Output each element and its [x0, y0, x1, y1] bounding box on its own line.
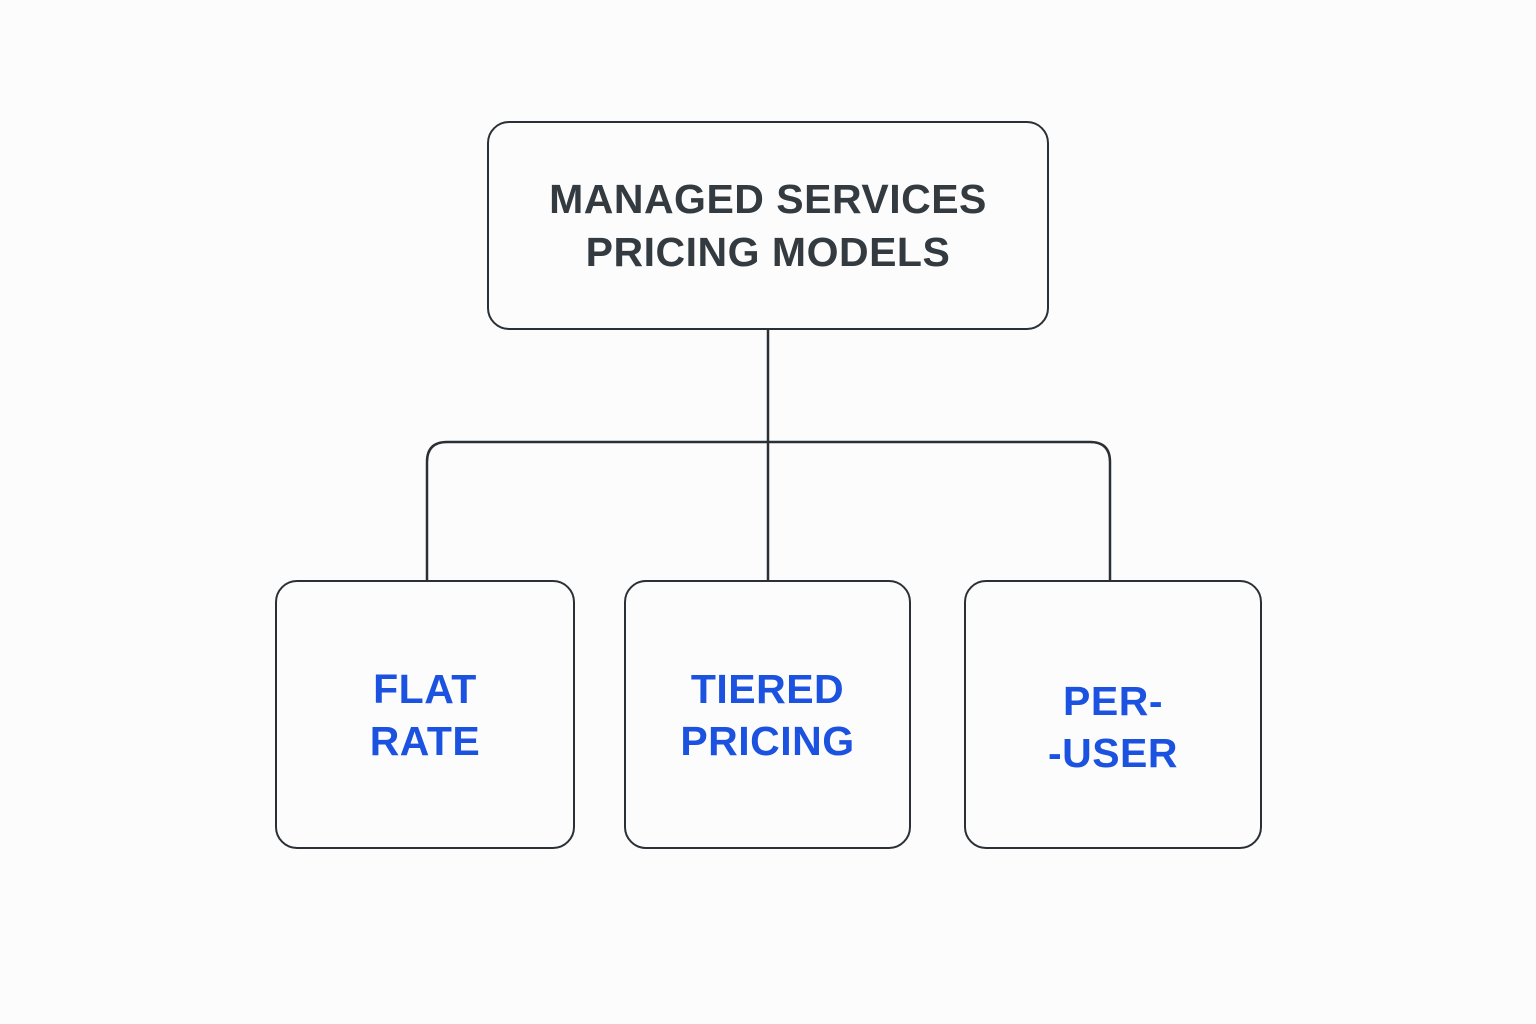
- child-node-per-user-line-2: -USER: [1047, 729, 1179, 776]
- child-node-tiered-pricing-line-1: TIERED: [690, 665, 845, 712]
- child-node-flat-rate-line-1: FLAT: [373, 665, 477, 712]
- child-node-per-user: PER- -USER: [964, 580, 1262, 849]
- child-node-flat-rate-line-2: RATE: [369, 717, 481, 764]
- root-node-label-line-2: PRICING MODELS: [585, 228, 951, 275]
- child-node-tiered-pricing: TIERED PRICING: [624, 580, 911, 849]
- child-node-tiered-pricing-line-2: PRICING: [680, 717, 855, 764]
- child-node-per-user-line-1: PER-: [1063, 677, 1163, 724]
- child-node-flat-rate: FLAT RATE: [275, 580, 575, 849]
- connector-left-branch: [425, 440, 770, 582]
- root-node-managed-services-pricing-models: MANAGED SERVICES PRICING MODELS: [487, 121, 1049, 330]
- root-node-label-line-1: MANAGED SERVICES: [549, 175, 987, 222]
- connector-right-branch: [766, 440, 1112, 582]
